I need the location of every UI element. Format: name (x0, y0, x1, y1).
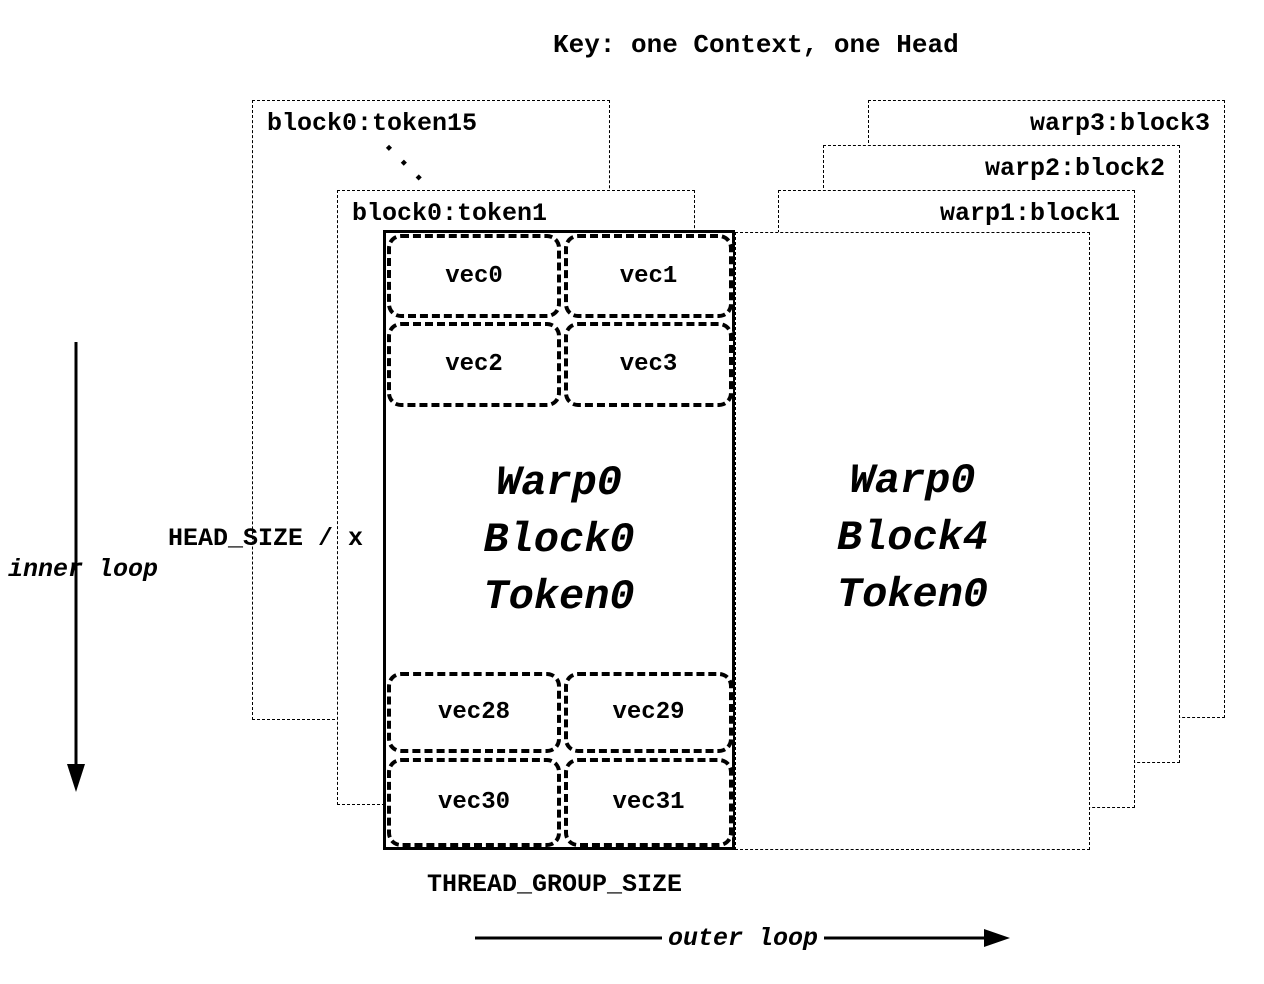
vec-box: vec29 (564, 672, 733, 753)
token-line: Token0 (483, 573, 635, 621)
block-line: Block0 (483, 516, 635, 564)
card-label: warp1:block1 (939, 199, 1120, 228)
vec-box: vec28 (387, 672, 561, 753)
card-label: warp2:block2 (984, 154, 1165, 183)
card-label: warp3:block3 (1029, 109, 1210, 138)
card-label: block0:token1 (352, 199, 548, 228)
vec-box: vec0 (387, 234, 561, 318)
warp-block-token-text: Warp0 Block0 Token0 (386, 455, 732, 626)
vec-box: vec31 (564, 758, 733, 847)
warp-block-token-text: Warp0 Block4 Token0 (736, 453, 1089, 624)
token-line: Token0 (836, 571, 989, 619)
block-line: Block4 (836, 514, 989, 562)
warp-line: Warp0 (849, 457, 976, 505)
vec-box: vec2 (387, 322, 561, 407)
label-thread-group-size: THREAD_GROUP_SIZE (427, 870, 683, 899)
card-label: block0:token15 (267, 109, 478, 138)
label-inner-loop: inner loop (8, 555, 159, 584)
diagram-title: Key: one Context, one Head (553, 30, 959, 60)
warp-line: Warp0 (495, 459, 623, 507)
vec-box: vec30 (387, 758, 561, 847)
front-card-warp0-block4: Warp0 Block4 Token0 (735, 232, 1090, 850)
vec-box: vec3 (564, 322, 733, 407)
label-outer-loop: outer loop (662, 924, 825, 953)
label-head-size: HEAD_SIZE / x (168, 524, 364, 553)
vec-box: vec1 (564, 234, 733, 318)
